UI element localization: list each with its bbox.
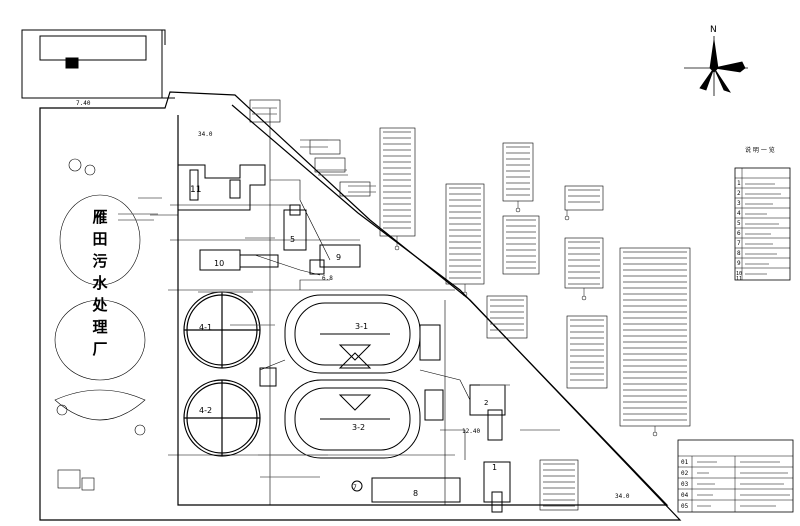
north-label: N — [710, 25, 717, 35]
tank-4-2 — [183, 379, 261, 457]
elevation-marks: 34.0 34.0 12.40 7.40 — [76, 100, 630, 500]
plant-name-char: 处 — [91, 296, 108, 314]
callout-leaders — [394, 201, 658, 437]
title-block: 01 02 03 04 05 — [677, 439, 794, 513]
plant-name-char: 厂 — [92, 340, 107, 358]
oxidation-ditch-3-2 — [284, 379, 421, 459]
unit-label-4-1: 4-1 — [199, 323, 212, 332]
existing-building-top — [21, 29, 175, 99]
oxidation-ditch-3-1 — [284, 294, 421, 374]
site-boundary — [39, 91, 682, 521]
title-block-row: 05 — [681, 503, 689, 510]
title-block-row: 04 — [681, 492, 689, 499]
legend-number: 8 — [737, 250, 741, 257]
building-9 — [309, 244, 361, 275]
plant-name-char: 水 — [92, 274, 108, 292]
unit-label-6-8: 6.8 — [322, 275, 333, 282]
plant-name-char: 田 — [92, 230, 107, 248]
plant-name-char: 污 — [92, 252, 107, 270]
plant-name-char: 雁 — [92, 208, 107, 226]
north-arrow: N — [684, 25, 748, 96]
unit-label-9: 9 — [336, 253, 341, 262]
legend-number: 10 — [736, 271, 742, 277]
unit-label-1: 1 — [492, 463, 497, 472]
legend-number: 2 — [737, 190, 741, 197]
unit-label-10: 10 — [214, 259, 224, 268]
plant-name-text: 雁 田 污 水 处 理 厂 — [91, 208, 108, 358]
elevation-mark: 34.0 — [615, 493, 630, 500]
legend-table: 说 明 一 览 1 2 3 4 5 6 7 8 9 10 11 — [734, 146, 791, 282]
unit-label-4-2: 4-2 — [199, 406, 212, 415]
plant-name-char: 理 — [92, 318, 107, 336]
legend-number: 9 — [737, 260, 741, 267]
unit-label-2: 2 — [484, 399, 488, 407]
pipelines — [150, 179, 471, 460]
unit-label-3-2: 3-2 — [352, 423, 365, 432]
misc-road-labels — [118, 107, 560, 478]
legend-number: 5 — [737, 220, 741, 227]
callout-lists — [249, 99, 691, 511]
unit-label-5: 5 — [290, 235, 295, 244]
title-block-row: 03 — [681, 481, 689, 488]
title-block-row: 01 — [681, 459, 689, 466]
tank-4-1 — [183, 291, 261, 369]
elevation-mark: 7.40 — [76, 100, 91, 107]
unit-label-11: 11 — [190, 185, 201, 195]
legend-number: 11 — [736, 276, 742, 282]
title-block-row: 02 — [681, 470, 689, 477]
building-10 — [199, 249, 279, 271]
legend-number: 6 — [737, 230, 741, 237]
legend-number: 7 — [737, 240, 741, 247]
elevation-mark: 12.40 — [462, 428, 480, 435]
legend-number: 4 — [737, 210, 741, 217]
unit-label-7: 7 — [353, 484, 357, 491]
legend-title: 说 明 一 览 — [745, 146, 775, 154]
legend-number: 1 — [737, 180, 741, 187]
unit-label-3-1: 3-1 — [355, 322, 368, 331]
legend-number: 3 — [737, 200, 741, 207]
green-area-left — [54, 158, 146, 491]
unit-label-8: 8 — [413, 489, 418, 498]
callout-list-texture — [383, 131, 687, 507]
building-5 — [283, 204, 307, 251]
building-11 — [177, 164, 266, 211]
elevation-mark: 34.0 — [198, 131, 213, 138]
